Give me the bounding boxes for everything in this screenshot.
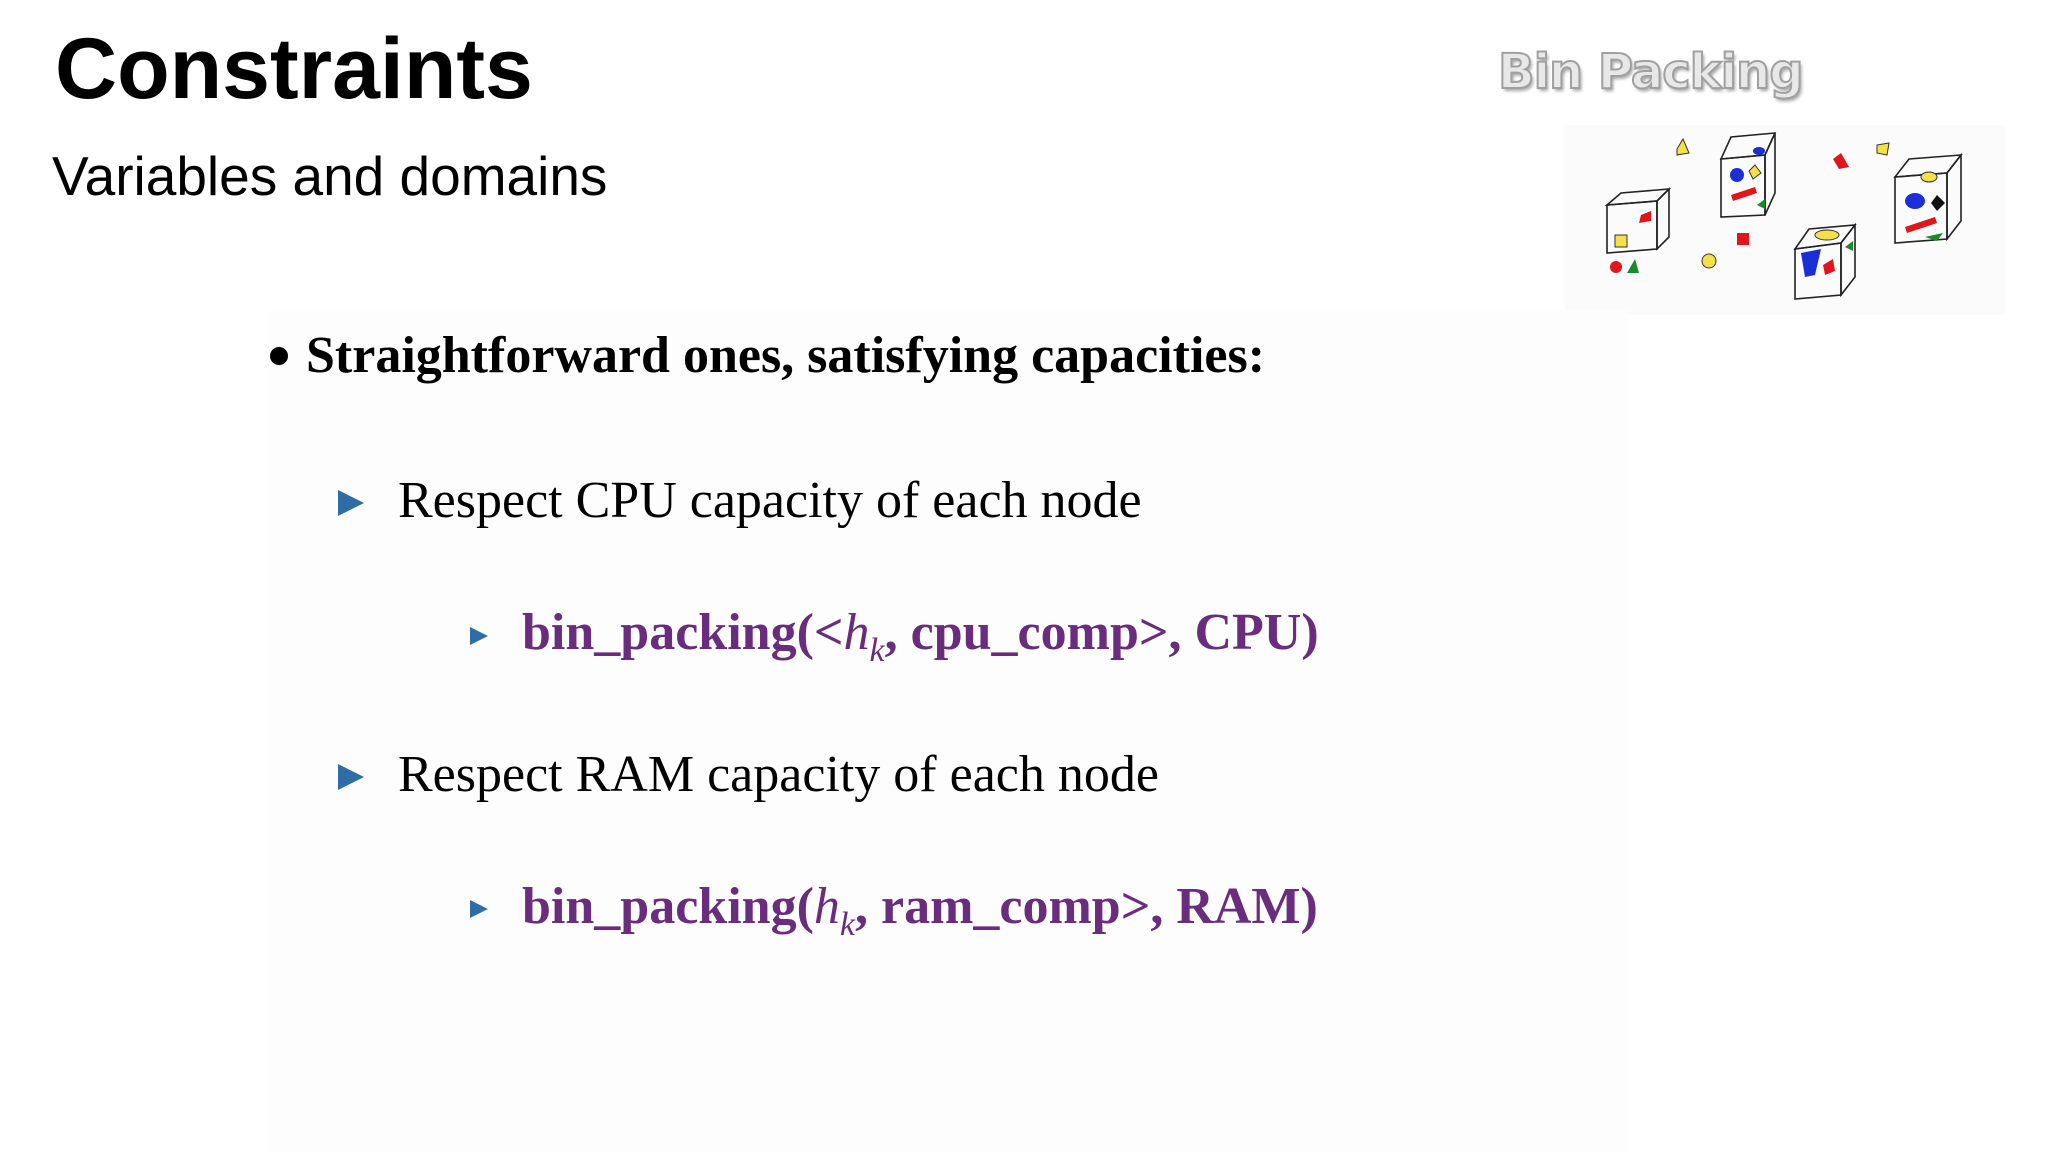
cpu-constraint-text: Respect CPU capacity of each node [398, 472, 1142, 529]
code-suffix: , ram_comp>, RAM) [854, 878, 1318, 935]
code-variable: h [813, 878, 840, 935]
triangle-right-icon [338, 764, 364, 790]
code-prefix: bin_packing(< [522, 604, 844, 661]
main-bullet-text: Straightforward ones, satisfying capacit… [306, 327, 1266, 384]
bullet-dot-icon [270, 347, 288, 366]
cpu-constraint-code: bin_packing(<hk, cpu_comp>, CPU) [522, 602, 1319, 668]
code-variable: h [843, 604, 870, 661]
code-suffix: , cpu_comp>, CPU) [884, 604, 1319, 661]
code-subscript: k [869, 632, 885, 669]
main-bullet: Straightforward ones, satisfying capacit… [270, 325, 1265, 387]
ram-constraint-code: bin_packing(hk, ram_comp>, RAM) [522, 876, 1318, 942]
code-prefix: bin_packing( [522, 878, 814, 935]
triangle-right-icon [470, 627, 488, 645]
illustration-label: Bin Packing [1497, 43, 1805, 101]
code-subscript: k [839, 906, 855, 943]
ram-constraint-text: Respect RAM capacity of each node [398, 746, 1159, 803]
triangle-right-icon [338, 490, 364, 516]
triangle-right-icon [470, 900, 488, 918]
content-panel [268, 310, 1628, 1152]
bin-packing-boxes-icon [1604, 132, 1963, 300]
slide-subtitle: Variables and domains [52, 145, 608, 207]
bin-packing-illustration [1565, 125, 2005, 315]
slide-title: Constraints [55, 21, 533, 117]
